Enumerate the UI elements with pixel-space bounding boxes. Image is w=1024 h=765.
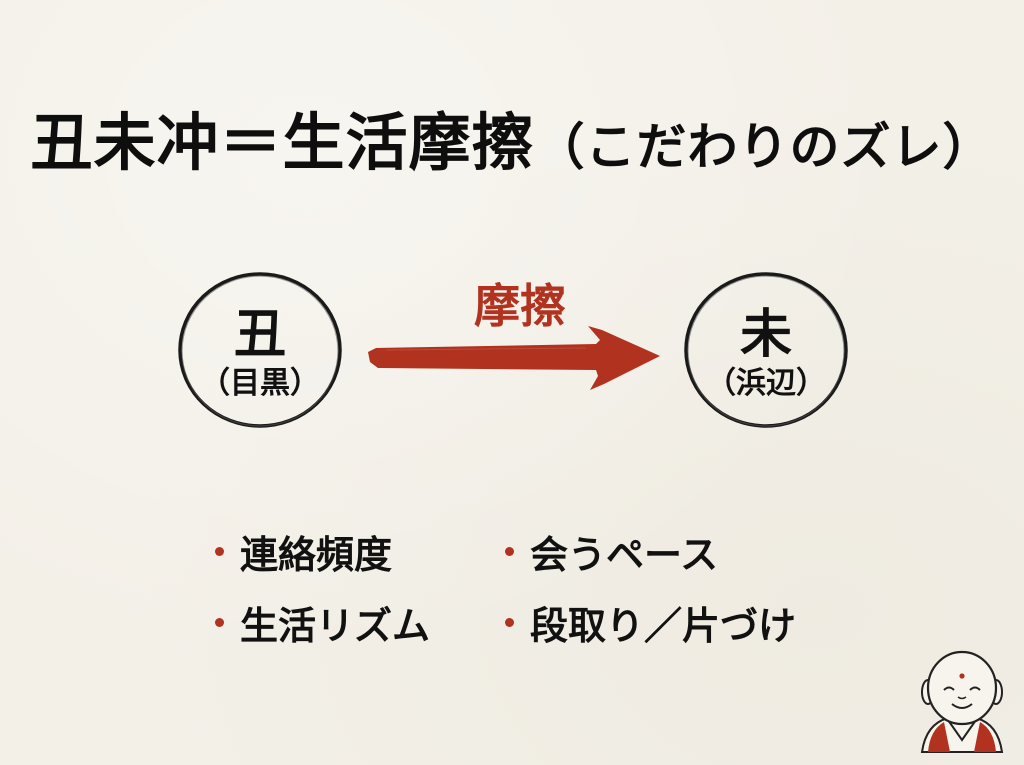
title-sub: （こだわりのズレ） — [534, 118, 994, 176]
sheep-branch-label: 未 — [739, 305, 792, 365]
bullet-dot-icon — [505, 547, 514, 556]
ox-branch-label: 丑 — [233, 305, 286, 365]
sheep-circle: 未 （浜辺） — [682, 270, 850, 430]
ink-circle-icon — [684, 272, 848, 428]
list-item-text: 連絡頻度 — [240, 532, 393, 577]
list-item: 会うペース — [505, 524, 805, 579]
brush-arrow-right-icon — [368, 326, 660, 390]
list-item: 生活リズム — [215, 595, 505, 650]
ox-circle: 丑 （目黒） — [176, 270, 344, 430]
list-item: 段取り／片づけ — [505, 595, 805, 650]
title-main: 丑未冲＝生活摩擦 — [30, 106, 535, 179]
bullet-dot-icon — [215, 547, 224, 556]
ox-place-label: （目黒） — [200, 366, 320, 401]
friction-label: 摩擦 — [474, 279, 566, 333]
smiling-monk-icon — [920, 650, 1004, 753]
sheep-place-label: （浜辺） — [706, 366, 826, 401]
list-item-text: 会うペース — [530, 532, 719, 577]
list-item-text: 生活リズム — [240, 603, 431, 648]
bullet-dot-icon — [215, 618, 224, 627]
list-item-text: 段取り／片づけ — [530, 603, 797, 648]
friction-points-list: 連絡頻度 会うペース 生活リズム 段取り／片づけ — [215, 524, 805, 650]
bullet-dot-icon — [505, 618, 514, 627]
ink-circle-icon — [178, 272, 342, 428]
list-item: 連絡頻度 — [215, 524, 505, 579]
page-title: 丑未冲＝生活摩擦（こだわりのズレ） — [0, 92, 1024, 182]
